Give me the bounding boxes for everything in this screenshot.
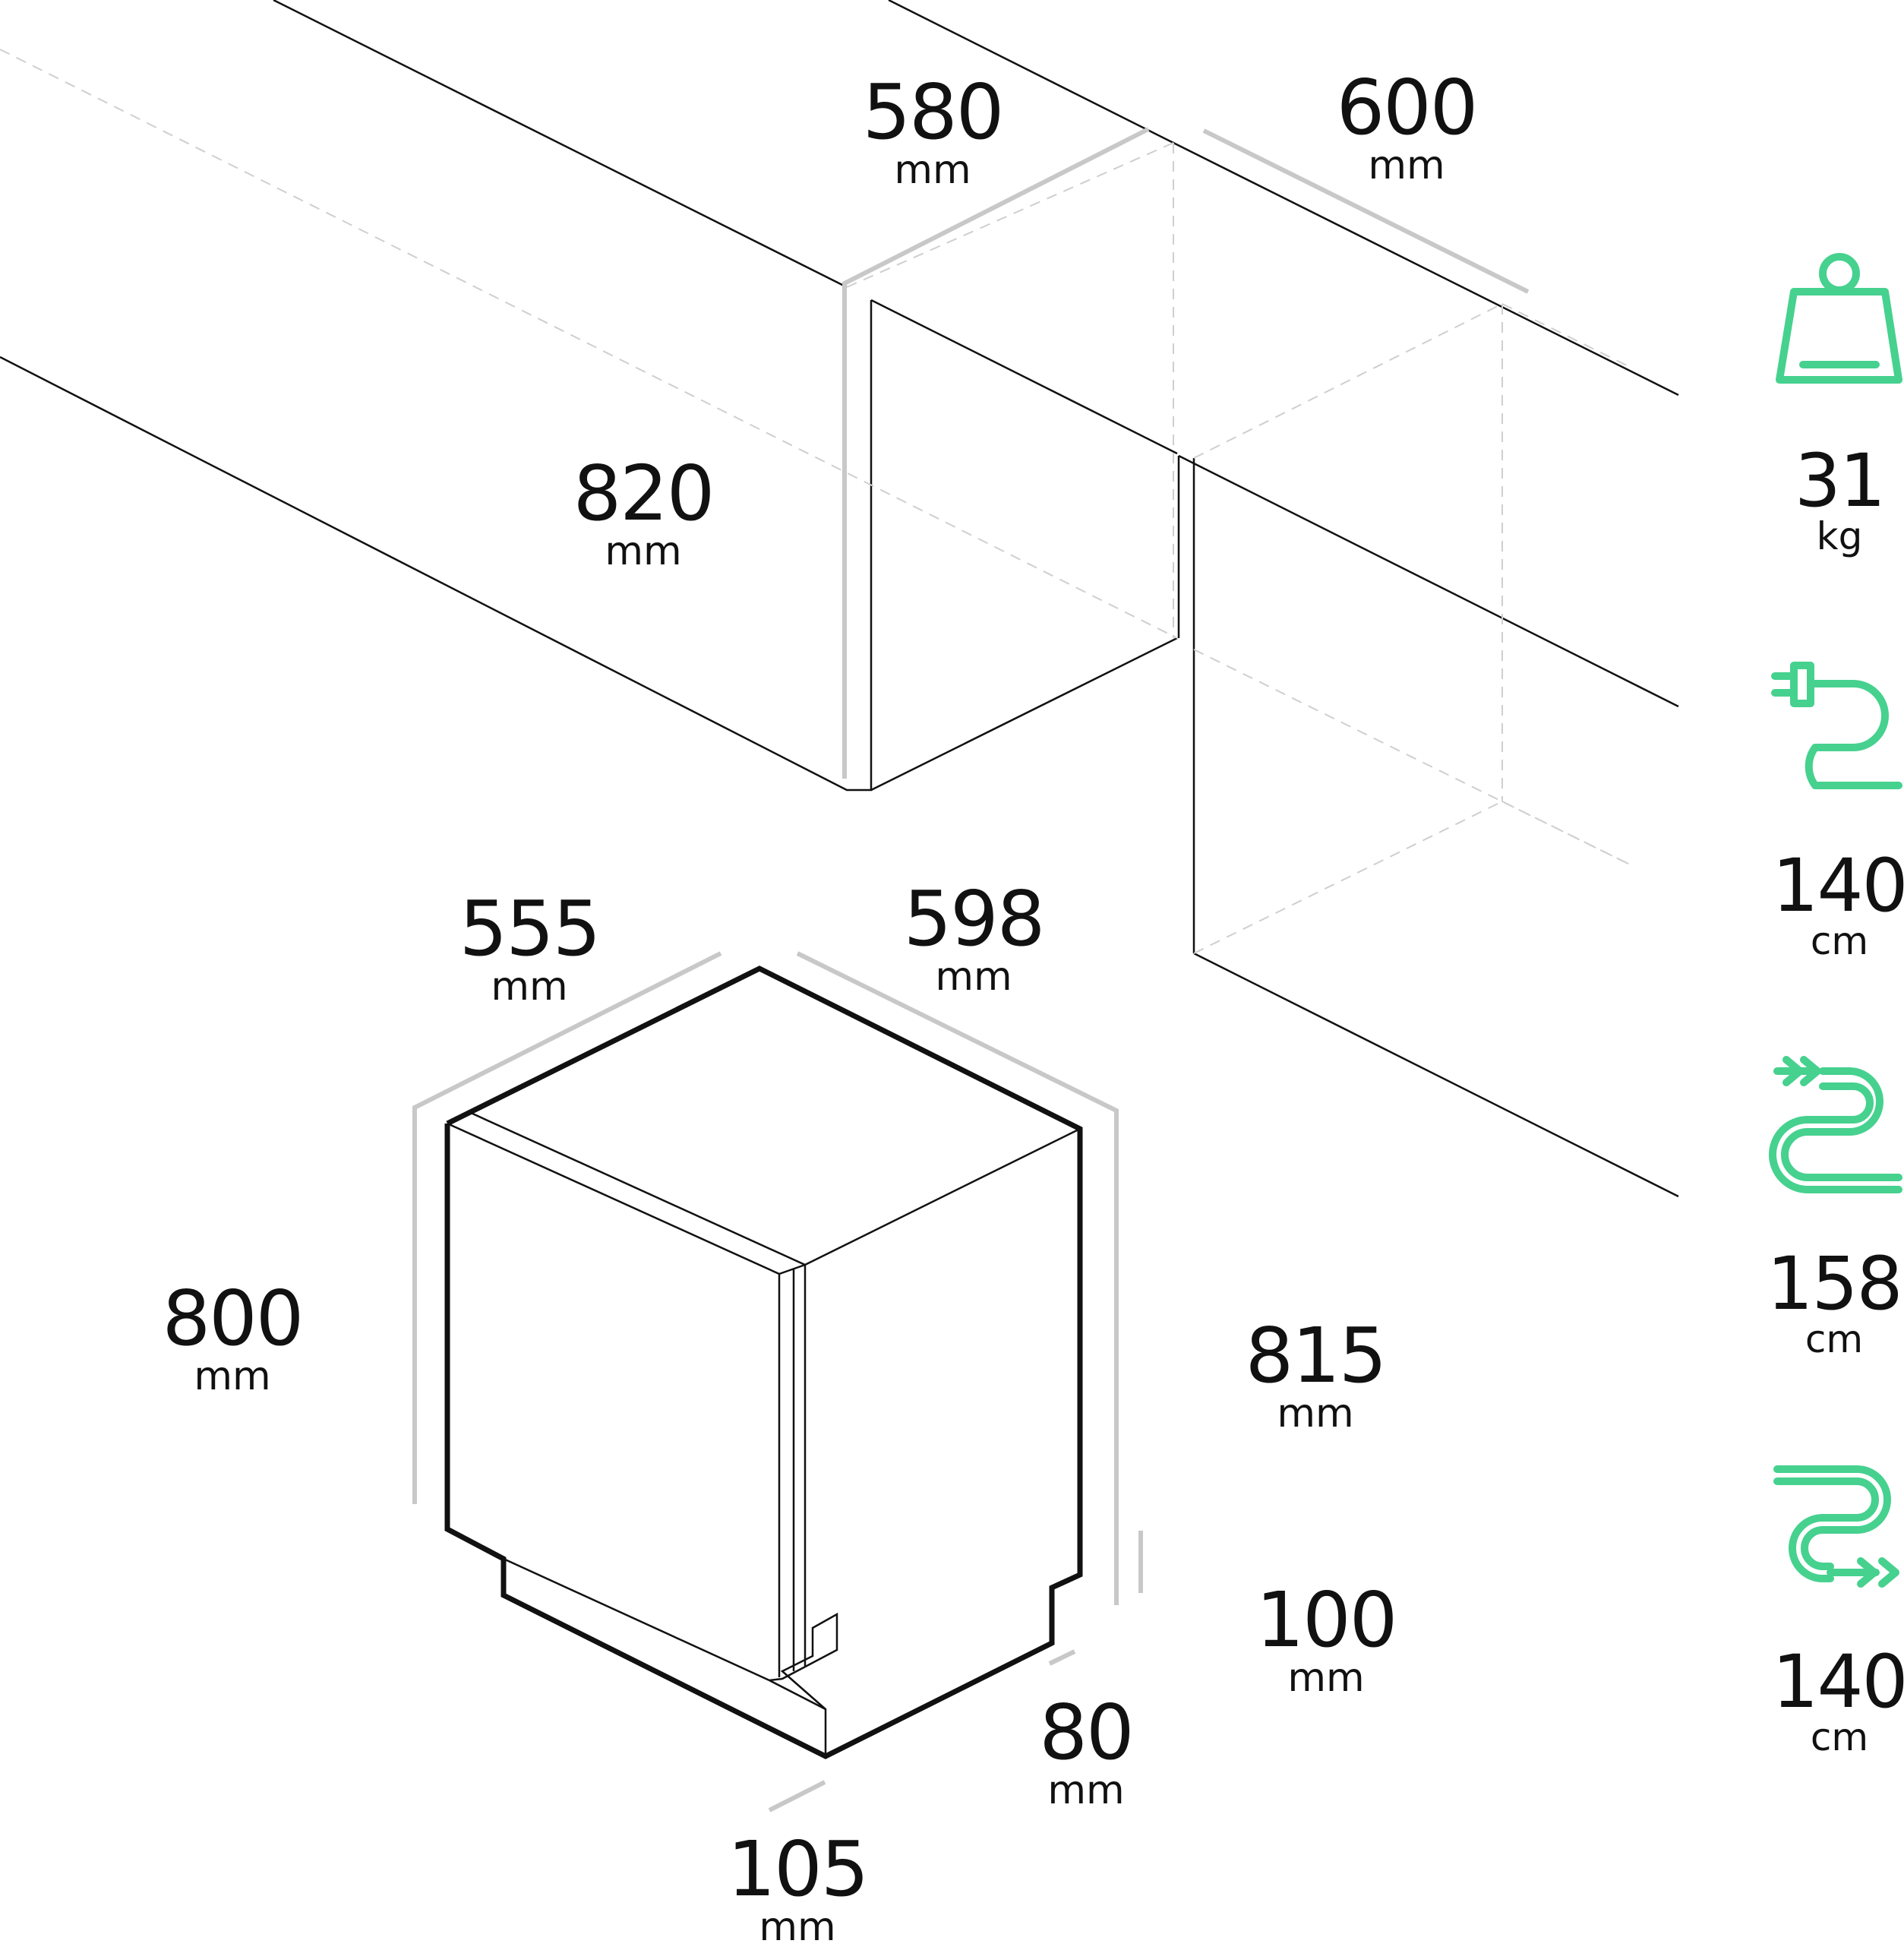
unit-depth-label: 555 mm <box>459 884 602 1010</box>
cabinet-niche <box>0 0 1679 1198</box>
inlet-hose-spec: 158 cm <box>1767 1241 1902 1361</box>
dishwasher <box>444 966 1083 1759</box>
plinth-depth-label: 80 mm <box>1039 1688 1134 1813</box>
power-cord-icon <box>1771 662 1902 789</box>
unit-height-max-label: 815 mm <box>1245 1311 1388 1436</box>
drain-hose-icon <box>1773 1465 1899 1588</box>
niche-width-label: 600 mm <box>1336 63 1479 188</box>
inlet-hose-icon <box>1769 1056 1902 1193</box>
unit-height-min-label: 800 mm <box>162 1274 305 1399</box>
weight-spec: 31 kg <box>1794 438 1886 558</box>
plinth-height-label: 100 mm <box>1255 1575 1398 1701</box>
power-cord-spec: 140 cm <box>1772 843 1904 963</box>
weight-icon <box>1776 253 1902 384</box>
dimension-lines <box>412 127 1530 1813</box>
niche-depth-label: 580 mm <box>862 68 1005 193</box>
drain-hose-spec: 140 cm <box>1772 1639 1904 1759</box>
door-gap-label: 105 mm <box>727 1825 870 1950</box>
niche-height-label: 820 mm <box>573 449 715 574</box>
unit-width-label: 598 mm <box>903 874 1046 1000</box>
